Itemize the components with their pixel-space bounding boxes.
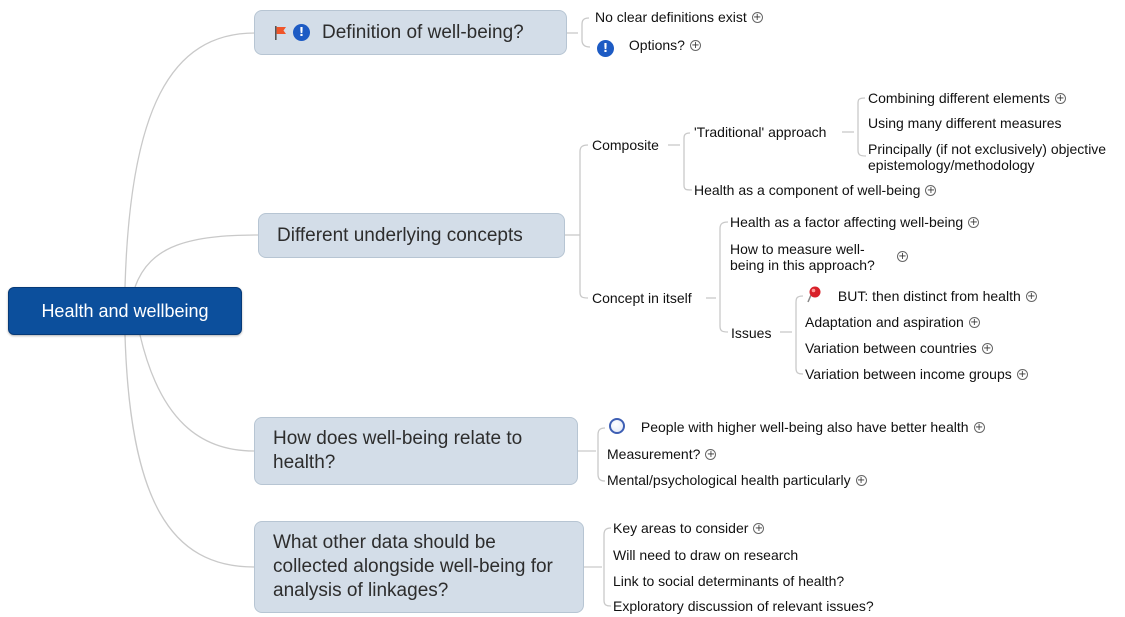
expand-icon[interactable]: +: [753, 523, 765, 534]
topic-relation-label: How does well-being relate to health?: [273, 428, 523, 473]
expand-icon[interactable]: +: [1016, 369, 1028, 380]
expand-icon[interactable]: +: [1025, 291, 1037, 302]
pin-icon: [807, 286, 821, 303]
subtopic-label: Variation between countries: [805, 340, 977, 356]
subtopic-label: Principally (if not exclusively) objecti…: [868, 141, 1107, 173]
expand-icon[interactable]: +: [968, 217, 980, 228]
subtopic-label: Concept in itself: [592, 290, 692, 306]
topic-definition-label: Definition of well-being?: [322, 21, 524, 43]
topic-concepts[interactable]: Different underlying concepts: [258, 213, 565, 258]
circle-icon: [609, 418, 625, 434]
expand-icon[interactable]: +: [925, 185, 937, 196]
central-topic-label: Health and wellbeing: [41, 300, 209, 321]
subtopic-label: BUT: then distinct from health: [837, 288, 1021, 304]
subtopic-measurement[interactable]: Measurement? +: [607, 446, 717, 463]
subtopic-link-social-determinants[interactable]: Link to social determinants of health?: [613, 573, 844, 590]
subtopic-label: 'Traditional' approach: [694, 124, 827, 140]
subtopic-concept-in-itself[interactable]: Concept in itself: [592, 290, 692, 307]
topic-definition[interactable]: ! Definition of well-being?: [254, 10, 567, 55]
subtopic-health-component[interactable]: Health as a component of well-being +: [694, 182, 937, 199]
subtopic-will-need-research[interactable]: Will need to draw on research: [613, 547, 798, 564]
subtopic-variation-income[interactable]: Variation between income groups +: [805, 366, 1028, 383]
subtopic-exploratory-discussion[interactable]: Exploratory discussion of relevant issue…: [613, 598, 874, 615]
subtopic-using-many-measures[interactable]: Using many different measures: [868, 115, 1062, 132]
subtopic-composite[interactable]: Composite: [592, 137, 659, 154]
topic-data-label: What other data should be collected alon…: [273, 532, 553, 601]
subtopic-issues[interactable]: Issues: [731, 325, 771, 342]
subtopic-label: Health as a component of well-being: [694, 182, 921, 198]
expand-icon[interactable]: +: [968, 317, 980, 328]
expand-icon[interactable]: +: [705, 449, 717, 460]
subtopic-label: Exploratory discussion of relevant issue…: [613, 598, 874, 614]
subtopic-adaptation[interactable]: Adaptation and aspiration +: [805, 314, 980, 331]
subtopic-label: Mental/psychological health particularly: [607, 472, 851, 488]
subtopic-label: Options?: [628, 37, 685, 53]
subtopic-no-clear-definitions[interactable]: No clear definitions exist +: [595, 9, 763, 26]
subtopic-mental-health[interactable]: Mental/psychological health particularly…: [607, 472, 867, 489]
subtopic-key-areas[interactable]: Key areas to consider +: [613, 520, 765, 537]
subtopic-label: No clear definitions exist: [595, 9, 747, 25]
subtopic-label: Adaptation and aspiration: [805, 314, 964, 330]
subtopic-health-factor[interactable]: Health as a factor affecting well-being +: [730, 214, 980, 231]
subtopic-options[interactable]: ! Options? +: [597, 37, 701, 57]
subtopic-label: Health as a factor affecting well-being: [730, 214, 964, 230]
subtopic-principally-objective[interactable]: Principally (if not exclusively) objecti…: [868, 141, 1123, 173]
subtopic-people-higher-wellbeing[interactable]: People with higher well-being also have …: [609, 418, 985, 436]
expand-icon[interactable]: +: [897, 250, 908, 262]
subtopic-how-to-measure[interactable]: How to measure well-being in this approa…: [730, 241, 908, 273]
topic-concepts-label: Different underlying concepts: [277, 224, 523, 246]
subtopic-but-distinct[interactable]: BUT: then distinct from health +: [806, 286, 1037, 305]
expand-icon[interactable]: +: [689, 40, 701, 51]
subtopic-label: Measurement?: [607, 446, 701, 462]
subtopic-label: Composite: [592, 137, 659, 153]
topic-relation[interactable]: How does well-being relate to health?: [254, 417, 578, 485]
info-icon: !: [597, 40, 614, 57]
subtopic-label: How to measure well-being in this approa…: [730, 241, 875, 273]
subtopic-label: Using many different measures: [868, 115, 1062, 131]
info-icon: !: [293, 24, 310, 41]
subtopic-combining-elements[interactable]: Combining different elements +: [868, 90, 1066, 107]
expand-icon[interactable]: +: [855, 475, 867, 486]
expand-icon[interactable]: +: [1054, 93, 1066, 104]
subtopic-label: Key areas to consider: [613, 520, 749, 536]
subtopic-label: Variation between income groups: [805, 366, 1012, 382]
expand-icon[interactable]: +: [981, 343, 993, 354]
subtopic-label: Combining different elements: [868, 90, 1050, 106]
subtopic-variation-countries[interactable]: Variation between countries +: [805, 340, 993, 357]
subtopic-label: People with higher well-being also have …: [640, 419, 969, 435]
subtopic-label: Will need to draw on research: [613, 547, 799, 563]
expand-icon[interactable]: +: [751, 12, 763, 23]
subtopic-label: Link to social determinants of health?: [613, 573, 845, 589]
subtopic-label: Issues: [731, 325, 772, 341]
topic-data[interactable]: What other data should be collected alon…: [254, 521, 584, 613]
expand-icon[interactable]: +: [973, 422, 985, 433]
subtopic-traditional-approach[interactable]: 'Traditional' approach: [694, 124, 826, 141]
flag-icon: [275, 25, 286, 40]
central-topic[interactable]: Health and wellbeing: [8, 287, 242, 335]
